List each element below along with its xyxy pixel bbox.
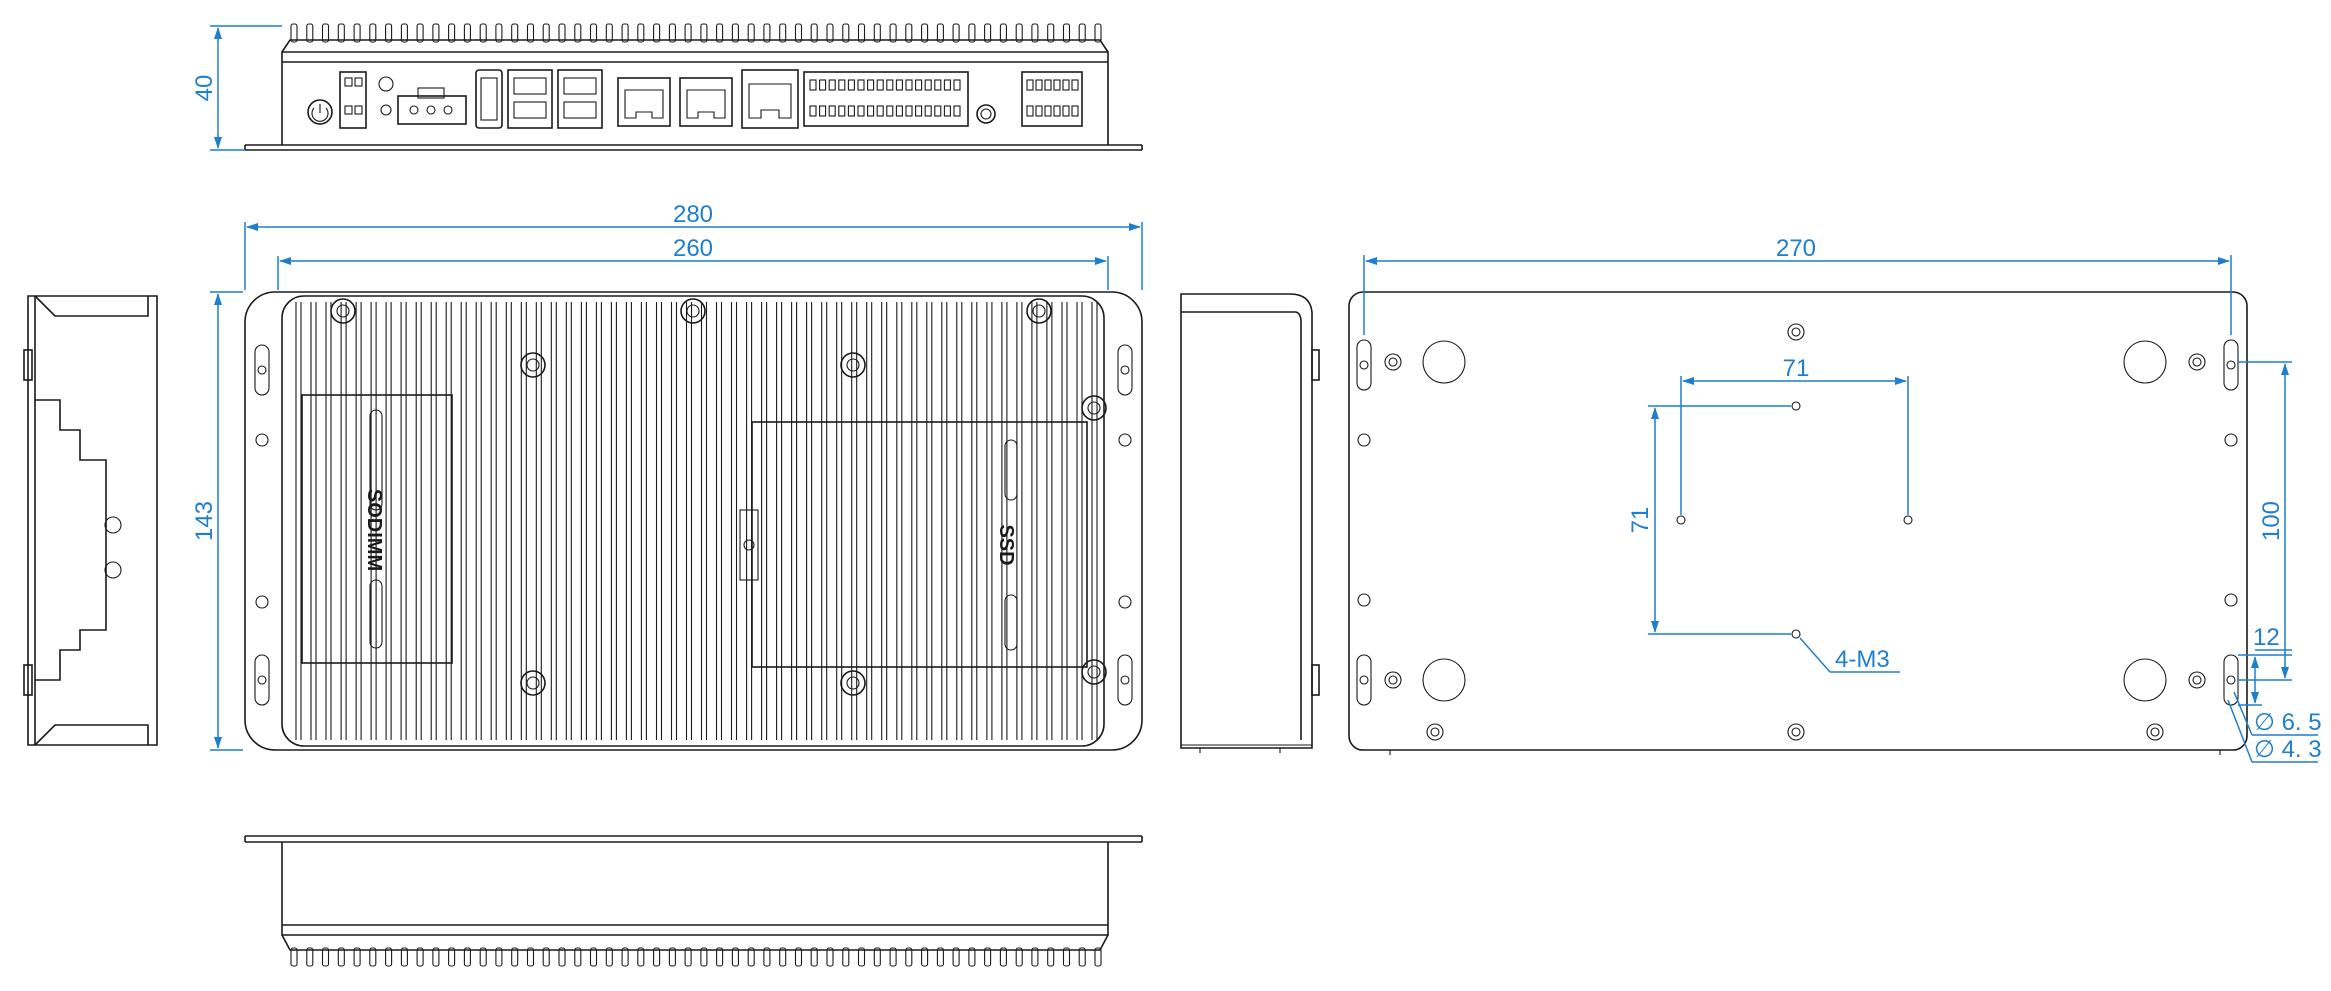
sodimm-label: SODIMM xyxy=(363,489,385,571)
bottom-mount-view: 270 71 71 4-M3 100 12 ∅ 6. 5 ∅ 4. 3 xyxy=(1348,235,2322,763)
dim-length-270: 270 xyxy=(1776,235,1816,262)
lan-port-2 xyxy=(679,77,733,127)
front-io-view: 40 xyxy=(191,23,1143,151)
dim-length-260: 260 xyxy=(673,235,713,262)
lan-port-3 xyxy=(741,69,799,129)
power-connector xyxy=(397,95,467,125)
dim-slot-12: 12 xyxy=(2253,624,2280,651)
dim-length-280: 280 xyxy=(673,201,713,228)
screw-note: 4-M3 xyxy=(1835,646,1890,673)
dim-vesa-71-v: 71 xyxy=(1627,507,1654,534)
dim-height-143: 143 xyxy=(191,501,218,541)
io-ports xyxy=(307,69,1083,129)
bottom-plate xyxy=(1348,291,2248,751)
mounting-slots-left xyxy=(254,344,270,706)
ssd-panel xyxy=(751,421,1088,668)
lan-port-1 xyxy=(617,77,671,127)
gpio-terminal-block xyxy=(803,71,969,127)
dim-slot-dia-4-3: ∅ 4. 3 xyxy=(2254,736,2322,763)
top-heatsink-view: SODIMM SSD 280 xyxy=(191,201,1143,751)
heatsink-fins-bottom xyxy=(290,947,1102,967)
right-side-view xyxy=(1180,293,1320,753)
antenna-hole xyxy=(976,104,996,124)
heatsink-fins xyxy=(295,302,1098,740)
dc-terminal xyxy=(339,71,367,129)
com-terminal-block xyxy=(1021,71,1083,127)
rear-view xyxy=(244,835,1143,967)
heatsink-screws xyxy=(330,298,1107,696)
dim-mount-100: 100 xyxy=(2258,501,2285,541)
power-button xyxy=(307,99,333,125)
chassis-outline xyxy=(244,291,1143,751)
ssd-label: SSD xyxy=(995,524,1017,565)
left-side-view xyxy=(23,295,158,746)
usb-port-pair-2 xyxy=(557,69,603,129)
heatsink-fins-top xyxy=(290,23,1102,43)
dim-slot-dia-6-5: ∅ 6. 5 xyxy=(2254,709,2322,736)
dim-height-40: 40 xyxy=(191,75,218,102)
hdmi-port xyxy=(475,69,503,129)
mounting-slots-right xyxy=(1117,344,1133,706)
dim-vesa-71-h: 71 xyxy=(1783,355,1810,382)
sodimm-panel xyxy=(301,394,453,664)
usb-port-pair-1 xyxy=(507,69,553,129)
